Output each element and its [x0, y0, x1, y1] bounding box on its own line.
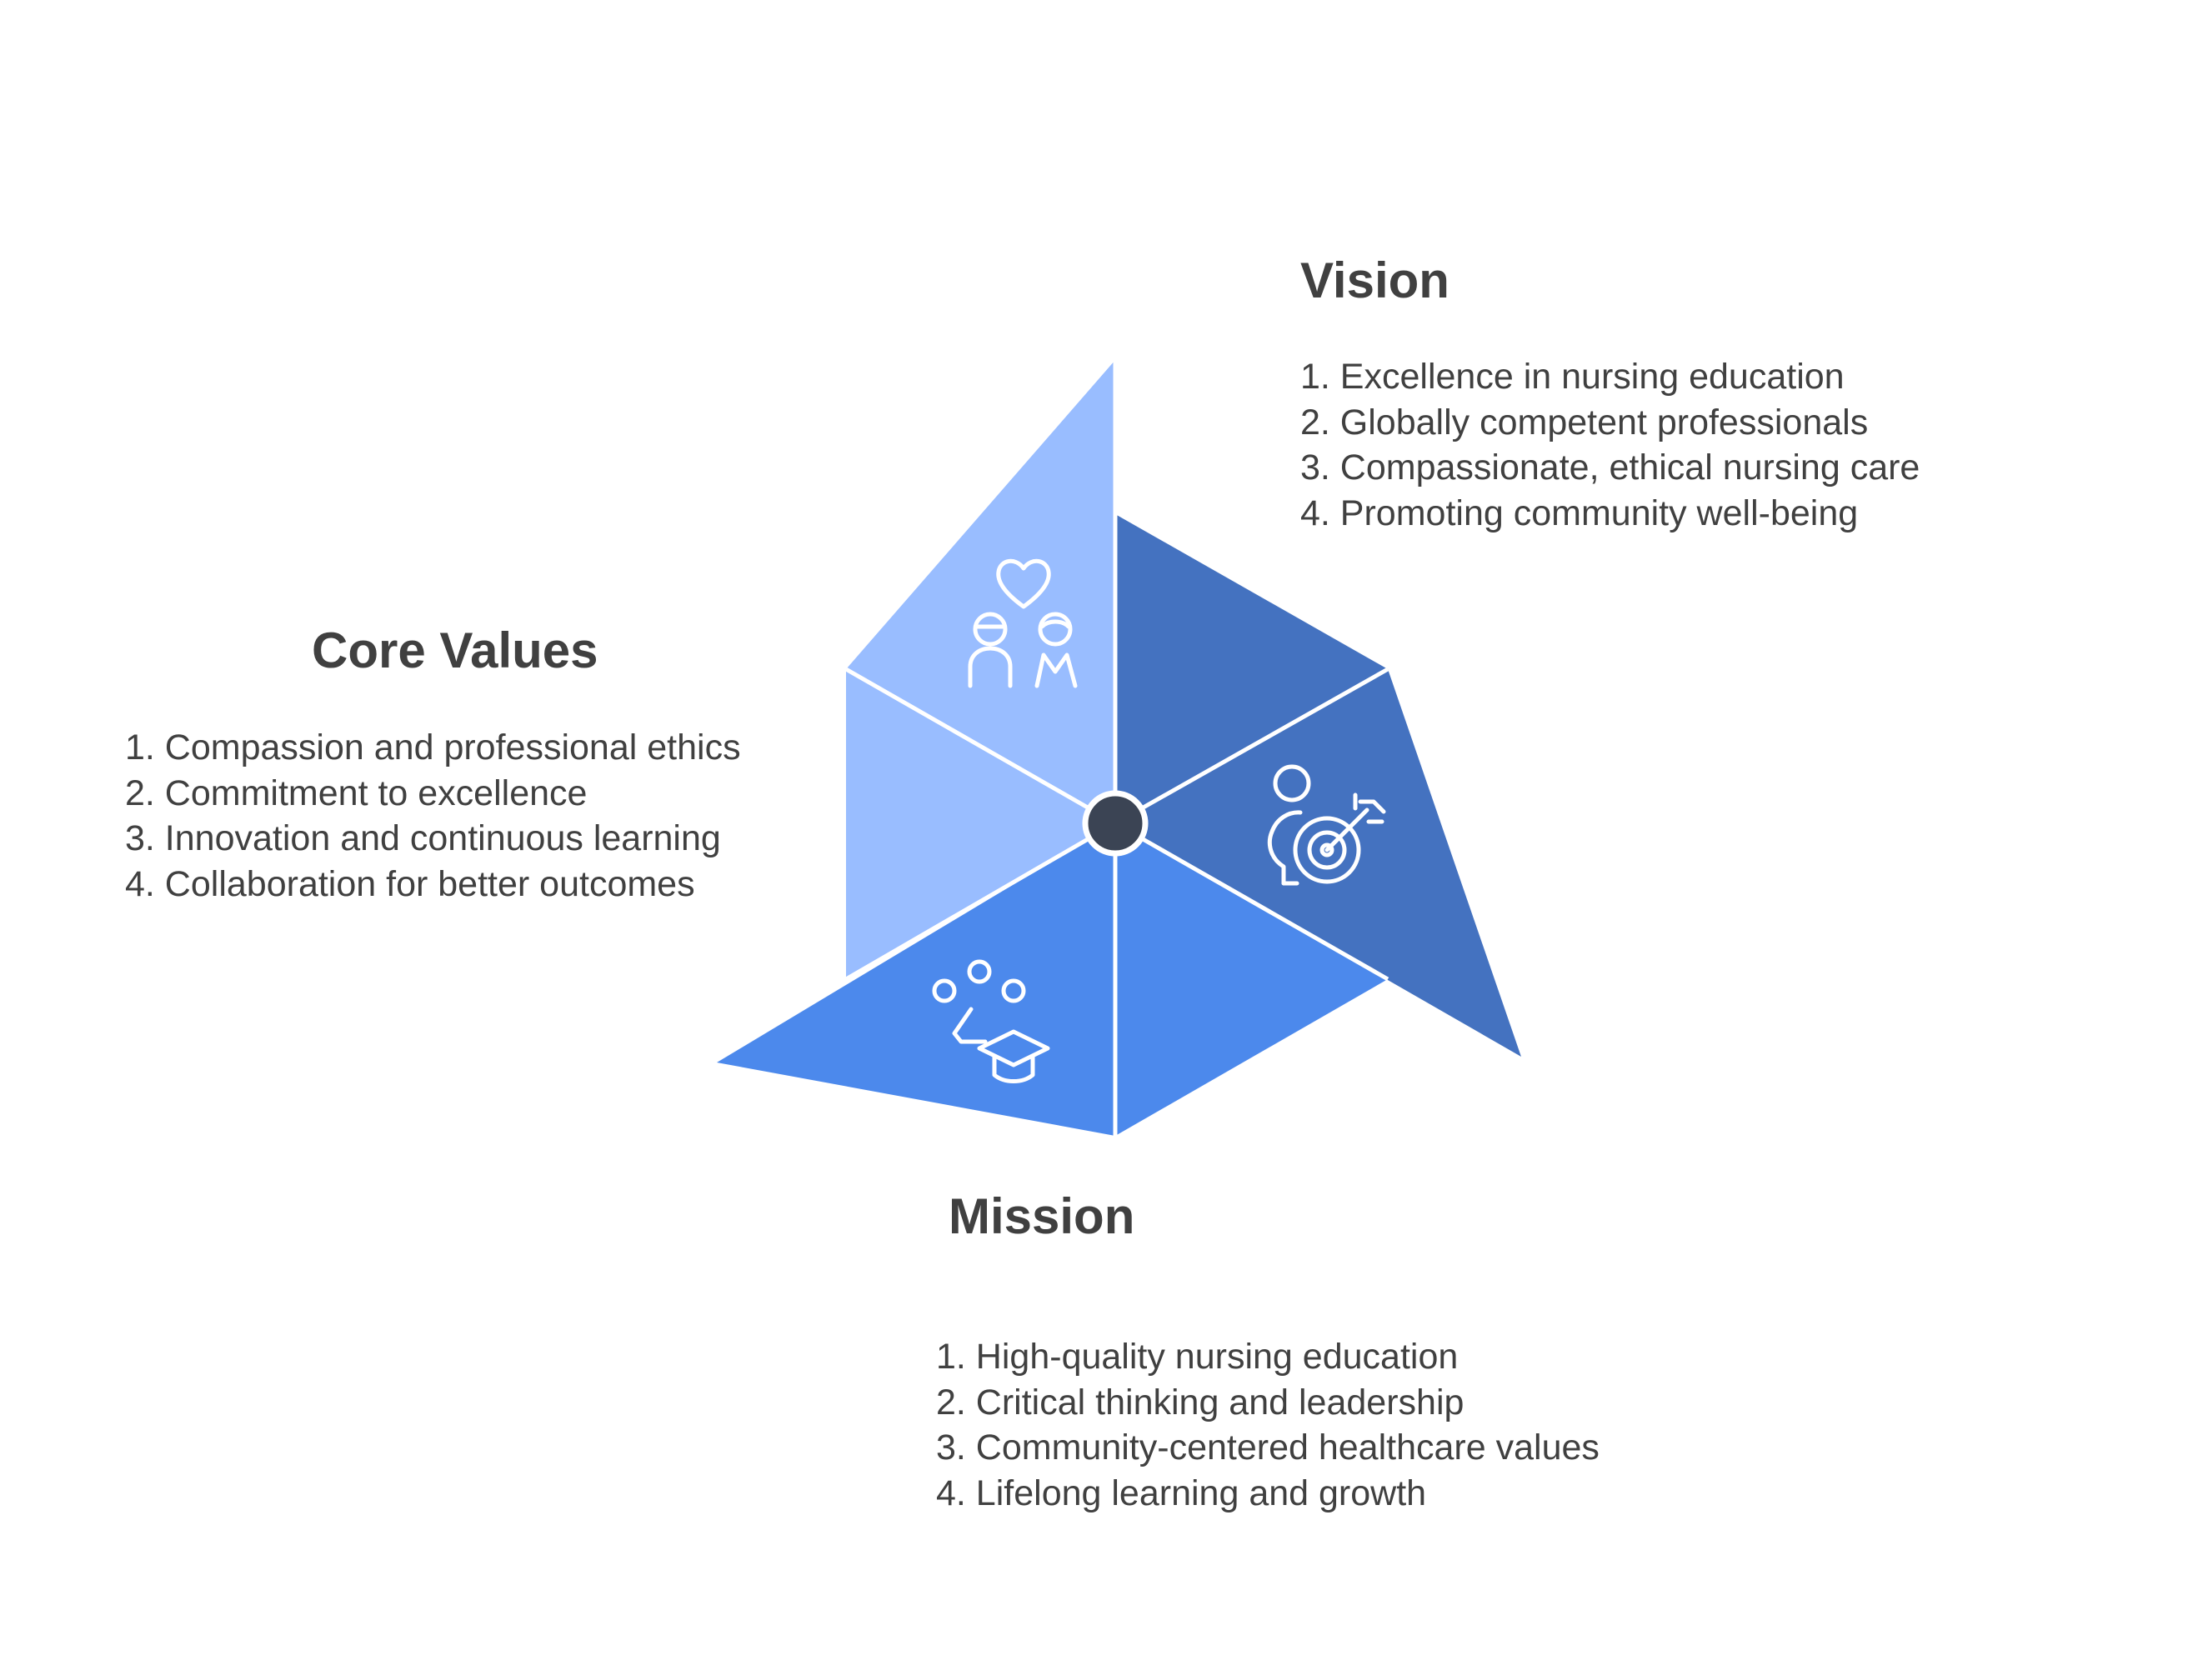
list-item: 3. Innovation and continuous learning [125, 818, 721, 858]
list-item: 1. Compassion and professional ethics [125, 728, 741, 768]
vision-title: Vision [1300, 252, 1449, 308]
vision-list: 1. Excellence in nursing education 2. Gl… [1300, 354, 1920, 536]
core-values-blade-bottom [846, 669, 1115, 979]
person-target-icon [1267, 764, 1386, 886]
list-item: 4. Collaboration for better outcomes [125, 863, 695, 904]
mission-title: Mission [949, 1188, 1135, 1244]
list-item: 3. Community-centered healthcare values [936, 1428, 1600, 1468]
list-item: 2. Globally competent professionals [1300, 402, 1869, 442]
vision-blade-top [1115, 514, 1388, 823]
list-item: 2. Critical thinking and leadership [936, 1382, 1465, 1422]
center-hub [1082, 790, 1149, 857]
list-item: 4. Promoting community well-being [1300, 492, 1859, 533]
mission-blade-left [717, 823, 1115, 1136]
list-item: 2. Commitment to excellence [125, 772, 588, 813]
mission-list: 1. High-quality nursing education 2. Cri… [936, 1334, 1600, 1516]
graduation-cap-icon [932, 959, 1050, 1083]
blade-dividers [844, 350, 1389, 1142]
list-item: 1. High-quality nursing education [936, 1337, 1459, 1377]
core-values-list: 1. Compassion and professional ethics 2.… [125, 725, 741, 907]
people-heart-icon [968, 558, 1078, 688]
core-values-title: Core Values [312, 622, 598, 678]
list-item: 1. Excellence in nursing education [1300, 357, 1845, 397]
mission-blade-right [1115, 823, 1388, 1136]
list-item: 4. Lifelong learning and growth [936, 1472, 1427, 1513]
list-item: 3. Compassionate, ethical nursing care [1300, 448, 1920, 488]
